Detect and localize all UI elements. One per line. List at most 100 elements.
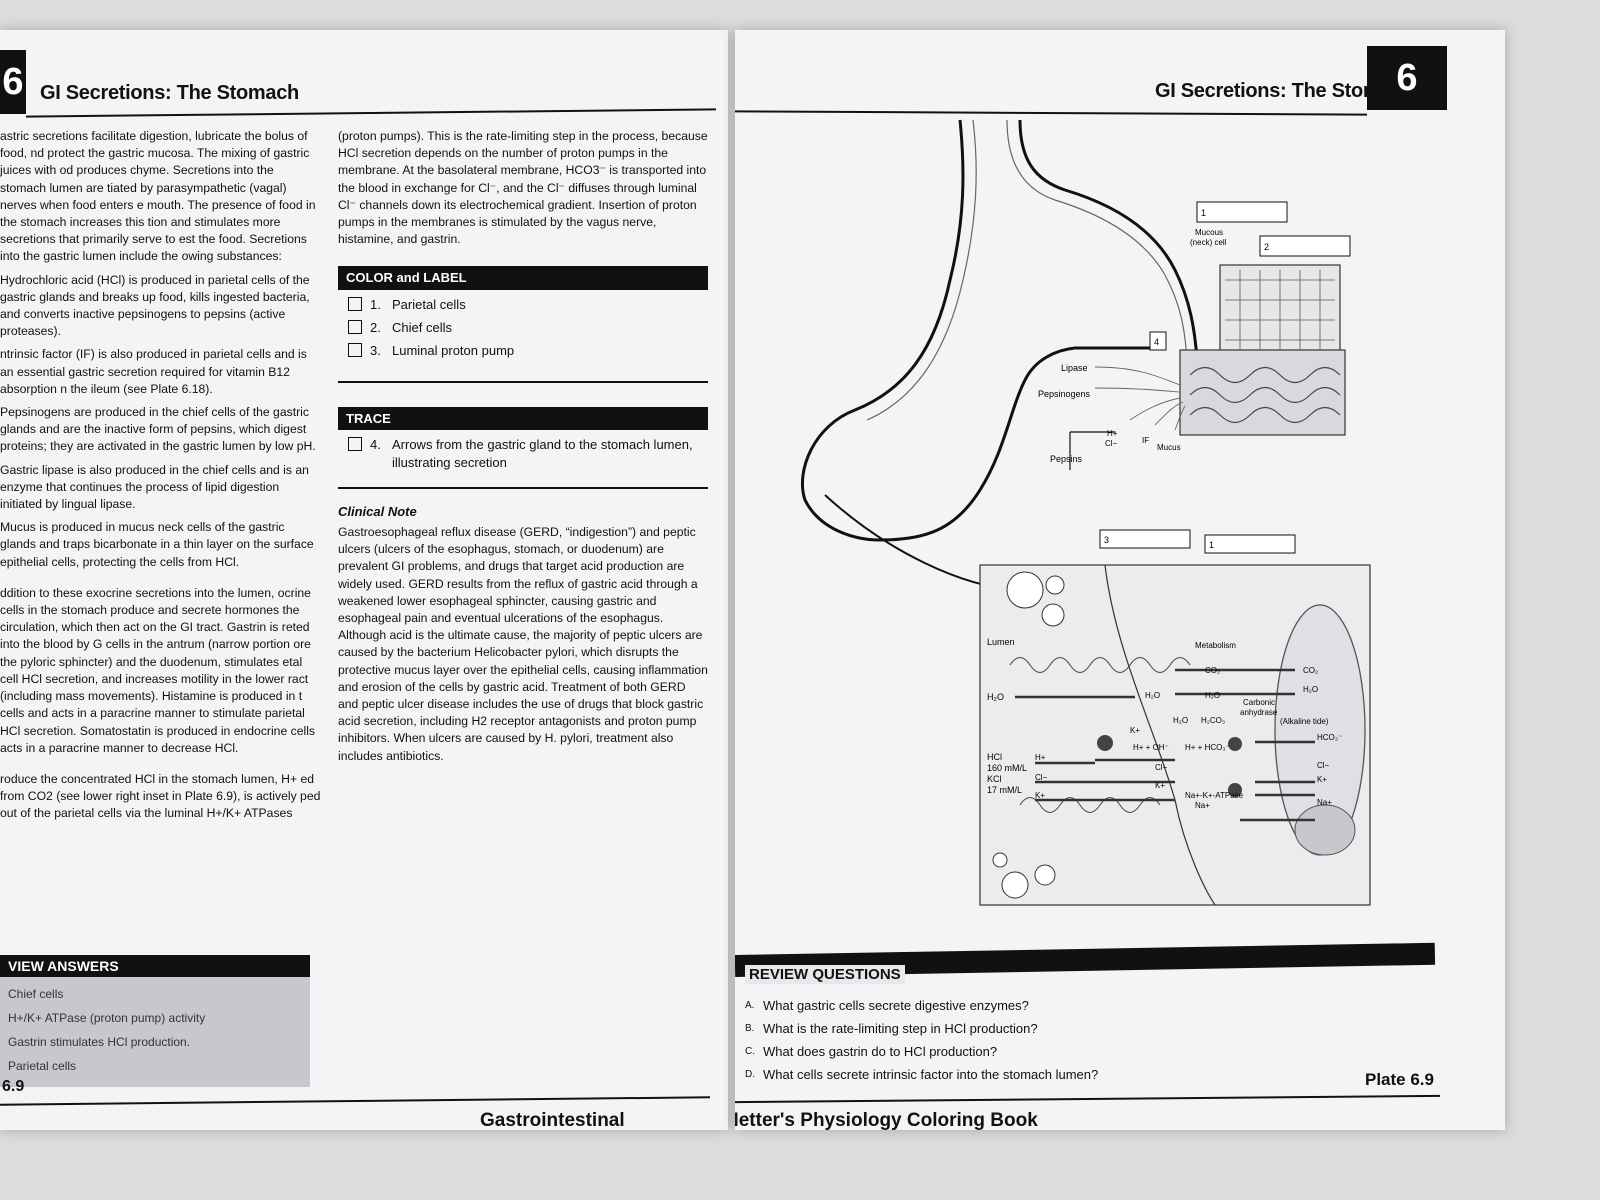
h2o-label-3: H₂O bbox=[1173, 716, 1188, 725]
color-label-heading: COLOR and LABEL bbox=[338, 266, 708, 290]
review-answers-list: Chief cells H+/K+ ATPase (proton pump) a… bbox=[0, 977, 310, 1087]
page-header-title: GI Secretions: The Stomach bbox=[40, 82, 299, 104]
question-letter: A. bbox=[745, 1000, 755, 1011]
item-text: Luminal proton pump bbox=[392, 343, 515, 359]
secretion-item: Pepsinogens are produced in the chief ce… bbox=[0, 405, 316, 454]
hplus-label: H+ bbox=[1107, 429, 1118, 438]
left-column: astric secretions facilitate digestion, … bbox=[0, 128, 322, 829]
trace-heading: TRACE bbox=[338, 407, 708, 431]
header-rule bbox=[26, 108, 716, 118]
footer-page-number: 6.9 bbox=[2, 1078, 25, 1095]
footer-title: Netter's Physiology Coloring Book bbox=[735, 1110, 1038, 1130]
answer-item: Parietal cells bbox=[8, 1059, 77, 1073]
review-answers-heading: VIEW ANSWERS bbox=[0, 955, 310, 977]
label-box-number: 1 bbox=[1201, 208, 1206, 218]
na-blood-label: Na+ bbox=[1317, 798, 1332, 807]
mucous-label: Mucous bbox=[1195, 228, 1223, 237]
right-column: (proton pumps). This is the rate-limitin… bbox=[338, 128, 708, 771]
page-header-title: GI Secretions: The Stomach bbox=[1155, 80, 1414, 102]
checkbox[interactable] bbox=[348, 319, 362, 334]
secretion-item: ntrinsic factor (IF) is also produced in… bbox=[0, 347, 307, 396]
trace-item[interactable]: 4. Arrows from the gastric gland to the s… bbox=[348, 436, 708, 470]
clinical-note-title: Clinical Note bbox=[338, 503, 417, 519]
hco3-equation-label: H+ + HCO₃⁻ bbox=[1185, 743, 1230, 752]
hcl-label: HCl bbox=[987, 752, 1002, 762]
item-text: Chief cells bbox=[392, 319, 452, 335]
carbonic-label: Carbonic bbox=[1243, 698, 1275, 707]
question-text: What gastric cells secrete digestive enz… bbox=[763, 998, 1029, 1013]
nak-atpase-label: Na+-K+-ATPase bbox=[1185, 791, 1244, 800]
question-item: B. What is the rate-limiting step in HCl … bbox=[745, 1021, 1445, 1036]
h2o-blood-label: H₂O bbox=[1303, 685, 1318, 694]
gastric-gland-inset bbox=[1179, 264, 1346, 436]
question-letter: B. bbox=[745, 1023, 755, 1034]
question-letter: C. bbox=[745, 1046, 755, 1057]
pepsinogens-label: Pepsinogens bbox=[1038, 389, 1091, 399]
oh-equation-label: H+ + OH⁻ bbox=[1133, 743, 1169, 752]
lipase-label: Lipase bbox=[1061, 363, 1088, 373]
item-number: 2. bbox=[370, 319, 381, 335]
co2-blood-label: CO₂ bbox=[1303, 666, 1318, 675]
checkbox[interactable] bbox=[348, 343, 362, 358]
item-number: 3. bbox=[370, 343, 381, 359]
review-questions-heading: REVIEW QUESTIONS bbox=[745, 965, 905, 984]
label-box-number: 1 bbox=[1209, 540, 1214, 550]
proton-pump-paragraph: (proton pumps). This is the rate-limitin… bbox=[338, 129, 708, 247]
clinical-note-text: Gastroesophageal reflux disease (GERD, “… bbox=[338, 525, 708, 763]
chapter-tab: 6 bbox=[0, 50, 26, 114]
item-number: 4. bbox=[370, 437, 381, 453]
hplus-lumen-label: H+ bbox=[1035, 753, 1046, 762]
hco3-blood-label: HCO₃⁻ bbox=[1317, 733, 1342, 742]
question-text: What does gastrin do to HCl production? bbox=[763, 1044, 998, 1059]
item-text: Parietal cells bbox=[392, 296, 466, 312]
checkbox[interactable] bbox=[348, 437, 362, 452]
mucus-label: Mucus bbox=[1157, 443, 1181, 452]
review-questions-list: A. What gastric cells secrete digestive e… bbox=[745, 990, 1445, 1090]
item-number: 1. bbox=[370, 296, 381, 312]
co2-label: CO₂ bbox=[1205, 666, 1220, 675]
hcl-paragraph: roduce the concentrated HCl in the stoma… bbox=[0, 771, 321, 821]
footer-rule bbox=[735, 1094, 1440, 1104]
right-page: GI Secretions: The Stomach 6 bbox=[735, 30, 1505, 1130]
question-text: What is the rate-limiting step in HCl pr… bbox=[763, 1021, 1038, 1036]
question-text: What cells secrete intrinsic factor into… bbox=[763, 1067, 1099, 1082]
k-blood-label: K+ bbox=[1317, 775, 1327, 784]
cl-lumen-label: Cl− bbox=[1035, 773, 1048, 782]
section-rule bbox=[338, 486, 708, 489]
item-text: Arrows from the gastric gland to the sto… bbox=[392, 437, 693, 470]
clminus-label: Cl− bbox=[1105, 439, 1118, 448]
footer-title: Gastrointestinal Physiology bbox=[480, 1110, 625, 1130]
chapter-tab: 6 bbox=[1367, 46, 1447, 110]
footer-plate-number: Plate 6.9 bbox=[1365, 1070, 1434, 1089]
lumen-label: Lumen bbox=[987, 637, 1015, 647]
answer-item: Chief cells bbox=[8, 987, 64, 1001]
section-rule bbox=[338, 381, 708, 384]
intro-paragraph: astric secretions facilitate digestion, … bbox=[0, 129, 316, 264]
k-lumen-label: K+ bbox=[1035, 791, 1045, 800]
if-label: IF bbox=[1142, 436, 1149, 445]
alkaline-tide-label: (Alkaline tide) bbox=[1280, 717, 1329, 726]
color-label-item[interactable]: 1. Parietal cells bbox=[348, 296, 708, 313]
h2o-label: H₂O bbox=[1145, 691, 1160, 700]
color-label-item[interactable]: 3. Luminal proton pump bbox=[348, 342, 708, 359]
checkbox[interactable] bbox=[348, 296, 362, 311]
question-item: A. What gastric cells secrete digestive e… bbox=[745, 998, 1445, 1013]
secretion-item: Mucus is produced in mucus neck cells of… bbox=[0, 520, 314, 569]
h2o-lumen-label: H₂O bbox=[987, 692, 1004, 702]
label-box-number: 4 bbox=[1154, 337, 1159, 347]
pepsins-label: Pepsins bbox=[1050, 454, 1083, 464]
cl-blood-label: Cl− bbox=[1317, 761, 1330, 770]
hcl-conc-label: 160 mM/L bbox=[987, 763, 1027, 773]
cl-label: Cl− bbox=[1155, 763, 1168, 772]
label-box-number: 2 bbox=[1264, 242, 1269, 252]
k-label-2: K+ bbox=[1155, 781, 1165, 790]
label-box-number: 3 bbox=[1104, 535, 1109, 545]
question-item: C. What does gastrin do to HCl production… bbox=[745, 1044, 1445, 1059]
anhydrase-label: anhydrase bbox=[1240, 708, 1278, 717]
h2o-label-2: H₂O bbox=[1205, 691, 1220, 700]
kcl-conc-label: 17 mM/L bbox=[987, 785, 1022, 795]
answer-item: H+/K+ ATPase (proton pump) activity bbox=[8, 1011, 206, 1025]
color-label-item[interactable]: 2. Chief cells bbox=[348, 319, 708, 336]
footer-rule bbox=[0, 1096, 710, 1106]
metabolism-label: Metabolism bbox=[1195, 641, 1236, 650]
